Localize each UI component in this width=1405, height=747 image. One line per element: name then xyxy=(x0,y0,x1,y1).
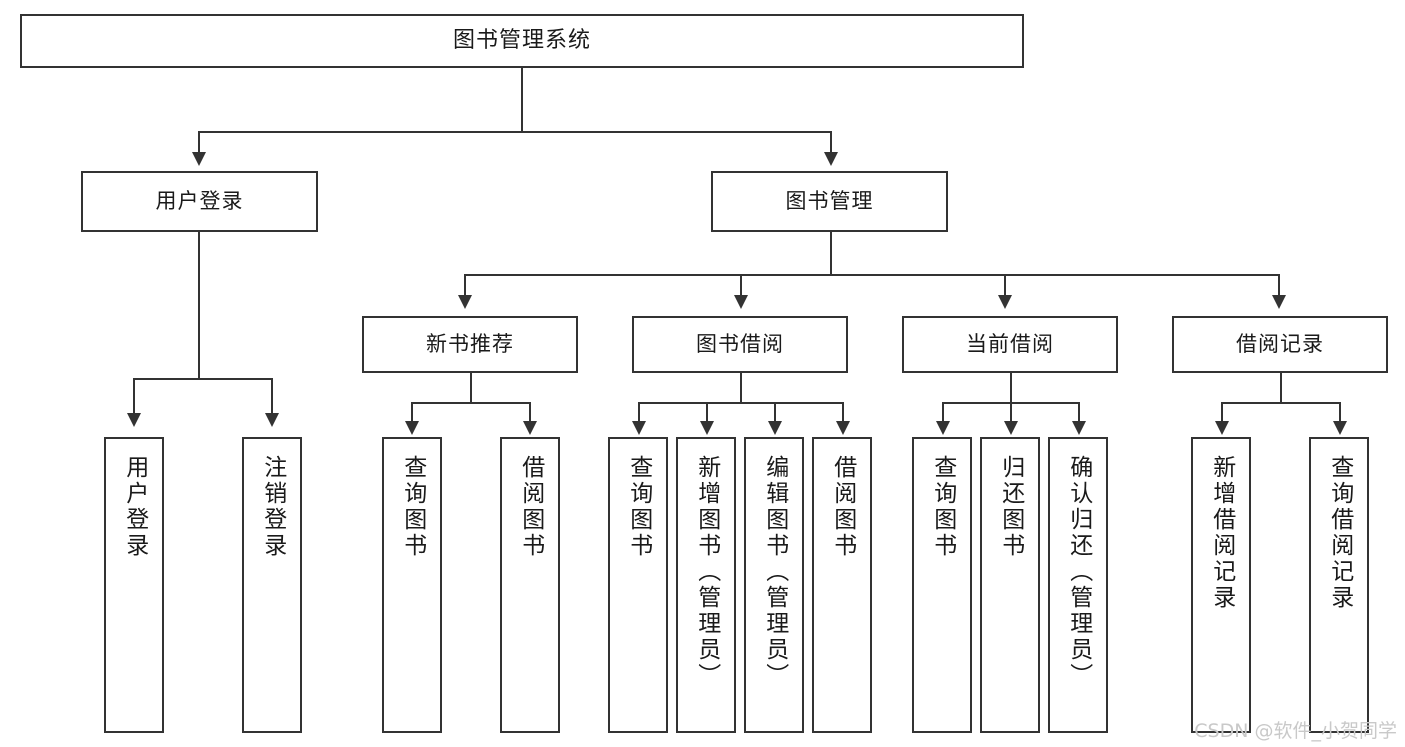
node-label: 新书推荐 xyxy=(426,332,514,357)
edge-drop-login-1 xyxy=(133,378,135,416)
edge-drop-cb-3 xyxy=(1078,402,1080,424)
arrowhead-l3-1 xyxy=(458,295,472,309)
edge-bookborrow-stem xyxy=(740,373,742,404)
node-label: 图书借阅 xyxy=(696,332,784,357)
node-label: 归还图书 xyxy=(997,455,1024,559)
node-new-book-recommend[interactable]: 新书推荐 xyxy=(362,316,578,373)
node-label: 新增借阅记录 xyxy=(1208,455,1235,611)
arrowhead-login-2 xyxy=(265,413,279,427)
node-label: 注销登录 xyxy=(259,455,286,559)
edge-drop-l3-3 xyxy=(1004,274,1006,298)
edge-newbook-stem xyxy=(470,373,472,404)
leaf-edit-book-admin[interactable]: 编辑图书（管理员） xyxy=(744,437,804,733)
arrowhead-cb-1 xyxy=(936,421,950,435)
edge-curborrow-stem xyxy=(1010,373,1012,404)
node-label: 图书管理 xyxy=(785,189,874,214)
node-label: 查询借阅记录 xyxy=(1326,455,1353,611)
edge-newbook-bus xyxy=(411,402,529,404)
node-user-login[interactable]: 用户登录 xyxy=(81,171,318,232)
arrowhead-login-1 xyxy=(127,413,141,427)
edge-drop-cb-2 xyxy=(1010,402,1012,424)
watermark: CSDN @软件_小贺同学 xyxy=(1194,720,1397,742)
arrowhead-user-login xyxy=(192,152,206,166)
leaf-query-book-borrow[interactable]: 查询图书 xyxy=(608,437,668,733)
leaf-query-book-current[interactable]: 查询图书 xyxy=(912,437,972,733)
node-book-borrow[interactable]: 图书借阅 xyxy=(632,316,848,373)
node-label: 查询图书 xyxy=(399,455,426,559)
arrowhead-bb-3 xyxy=(768,421,782,435)
arrowhead-bb-4 xyxy=(836,421,850,435)
edge-drop-cb-1 xyxy=(942,402,944,424)
leaf-add-book-admin[interactable]: 新增图书（管理员） xyxy=(676,437,736,733)
edge-drop-bb-4 xyxy=(842,402,844,424)
edge-drop-l3-2 xyxy=(740,274,742,298)
node-label: 用户登录 xyxy=(155,189,244,214)
node-label: 新增图书（管理员） xyxy=(693,455,720,689)
node-label: 确认归还（管理员） xyxy=(1065,455,1092,689)
arrowhead-bb-2 xyxy=(700,421,714,435)
edge-root-stem xyxy=(521,68,523,131)
node-borrow-record[interactable]: 借阅记录 xyxy=(1172,316,1388,373)
edge-drop-l3-1 xyxy=(464,274,466,298)
arrowhead-newbook-2 xyxy=(523,421,537,435)
node-label: 编辑图书（管理员） xyxy=(761,455,788,689)
node-label: 查询图书 xyxy=(929,455,956,559)
arrowhead-l3-2 xyxy=(734,295,748,309)
arrowhead-book-manage xyxy=(824,152,838,166)
leaf-borrow-book-newbook[interactable]: 借阅图书 xyxy=(500,437,560,733)
leaf-confirm-return-admin[interactable]: 确认归还（管理员） xyxy=(1048,437,1108,733)
edge-book-manage-bus xyxy=(464,274,1278,276)
arrowhead-bb-1 xyxy=(632,421,646,435)
edge-drop-bb-1 xyxy=(638,402,640,424)
edge-drop-br-2 xyxy=(1339,402,1341,424)
node-label: 当前借阅 xyxy=(966,332,1054,357)
edge-drop-br-1 xyxy=(1221,402,1223,424)
node-root-library-system[interactable]: 图书管理系统 xyxy=(20,14,1024,68)
node-label: 借阅图书 xyxy=(517,455,544,559)
edge-book-manage-stem xyxy=(830,232,832,276)
arrowhead-br-1 xyxy=(1215,421,1229,435)
leaf-user-login[interactable]: 用户登录 xyxy=(104,437,164,733)
arrowhead-br-2 xyxy=(1333,421,1347,435)
leaf-query-book-newbook[interactable]: 查询图书 xyxy=(382,437,442,733)
node-label: 借阅图书 xyxy=(829,455,856,559)
node-book-management[interactable]: 图书管理 xyxy=(711,171,948,232)
arrowhead-cb-2 xyxy=(1004,421,1018,435)
edge-drop-bb-2 xyxy=(706,402,708,424)
edge-borrowrec-stem xyxy=(1280,373,1282,404)
leaf-add-borrow-record[interactable]: 新增借阅记录 xyxy=(1191,437,1251,733)
edge-user-login-bus xyxy=(133,378,271,380)
edge-drop-newbook-2 xyxy=(529,402,531,424)
edge-drop-bb-3 xyxy=(774,402,776,424)
node-label: 图书管理系统 xyxy=(452,28,591,54)
arrowhead-l3-3 xyxy=(998,295,1012,309)
arrowhead-newbook-1 xyxy=(405,421,419,435)
node-label: 查询图书 xyxy=(625,455,652,559)
edge-drop-newbook-1 xyxy=(411,402,413,424)
arrowhead-l3-4 xyxy=(1272,295,1286,309)
node-current-borrow[interactable]: 当前借阅 xyxy=(902,316,1118,373)
edge-drop-login-2 xyxy=(271,378,273,416)
edge-drop-user-login xyxy=(198,131,200,155)
leaf-borrow-book[interactable]: 借阅图书 xyxy=(812,437,872,733)
edge-drop-l3-4 xyxy=(1278,274,1280,298)
edge-root-bus xyxy=(198,131,832,133)
edge-drop-book-manage xyxy=(830,131,832,155)
node-label: 借阅记录 xyxy=(1236,332,1324,357)
leaf-return-book[interactable]: 归还图书 xyxy=(980,437,1040,733)
node-label: 用户登录 xyxy=(121,455,148,559)
arrowhead-cb-3 xyxy=(1072,421,1086,435)
edge-borrowrec-bus xyxy=(1221,402,1339,404)
edge-user-login-stem xyxy=(198,232,200,380)
leaf-query-borrow-record[interactable]: 查询借阅记录 xyxy=(1309,437,1369,733)
leaf-logout[interactable]: 注销登录 xyxy=(242,437,302,733)
edge-bookborrow-bus xyxy=(638,402,842,404)
